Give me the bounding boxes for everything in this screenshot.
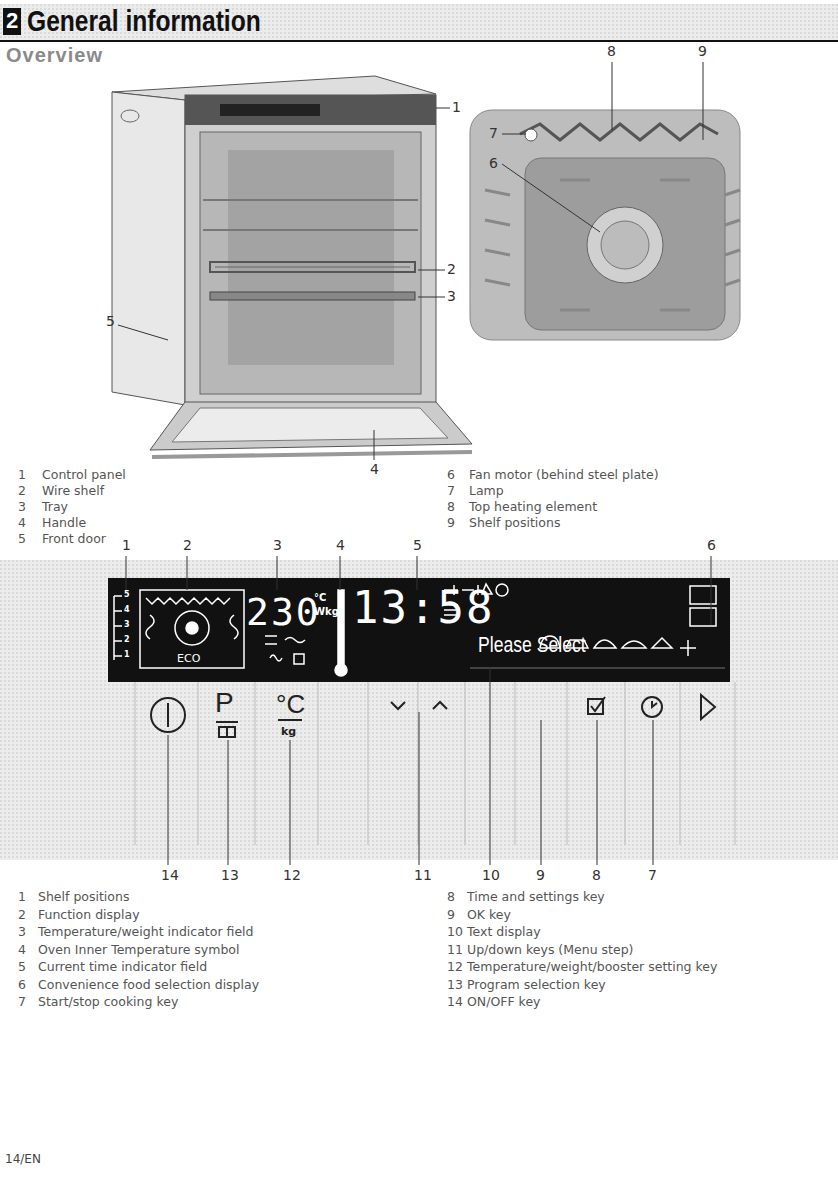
legend-text: Top heating element [469,500,597,514]
legend-number: 14 [447,995,463,1009]
legend-number: 12 [447,960,463,974]
key-symbol: P [215,688,234,719]
page-title: General information [27,4,261,37]
callout-number: 2 [183,538,192,553]
legend-number: 3 [18,500,26,514]
key-symbol: °C [276,690,305,719]
legend-text: Program selection key [467,978,606,992]
legend-number: 6 [18,978,26,992]
legend-text: Up/down keys (Menu step) [467,943,633,957]
legend-number: 2 [18,908,26,922]
callout-number: 8 [592,868,601,883]
legend-number: 7 [447,484,455,498]
callout-number: 14 [161,868,179,883]
legend-number: 6 [447,468,455,482]
legend-text: Function display [38,908,140,922]
legend-text: Fan motor (behind steel plate) [469,468,659,482]
unit-indicator: °C [314,592,326,603]
legend-number: 9 [447,516,455,530]
shelf-number: 1 [124,651,130,660]
callout-number: 3 [447,289,456,304]
legend-number: 3 [18,925,26,939]
callout-number: 9 [536,868,545,883]
legend-text: Shelf positions [38,890,129,904]
legend-text: Control panel [42,468,126,482]
shelf-number: 3 [124,621,130,630]
eco-indicator: ECO [177,653,200,665]
legend-number: 4 [18,943,26,957]
legend-text: Oven Inner Temperature symbol [38,943,239,957]
legend-text: OK key [467,908,511,922]
legend-text: Start/stop cooking key [38,995,178,1009]
key-symbol: kg [281,726,296,738]
legend-number: 10 [447,925,463,939]
legend-text: Temperature/weight indicator field [38,925,253,939]
callout-number: 5 [106,314,115,329]
subheading: Overview [6,44,103,66]
callout-number: 7 [648,868,657,883]
callout-number: 10 [482,868,500,883]
callout-number: 2 [447,262,456,277]
legend-number: 5 [18,532,26,546]
legend-number: 9 [447,908,455,922]
legend-text: Convenience food selection display [38,978,259,992]
shelf-number: 2 [124,636,130,645]
legend-number: 4 [18,516,26,530]
callout-number: 7 [489,126,498,141]
callout-number: 11 [414,868,432,883]
legend-text: Lamp [469,484,504,498]
legend-text: Current time indicator field [38,960,207,974]
temperature-digits: 230 [246,592,321,634]
page-footer: 14/EN [5,1153,41,1166]
legend-text: Tray [42,500,68,514]
callout-number: 4 [336,538,345,553]
legend-text: Wire shelf [42,484,104,498]
legend-text: Front door [42,532,106,546]
time-digits: 13:58 [352,584,494,632]
display-text: Please Select [478,633,586,657]
callout-number: 12 [283,868,301,883]
legend-number: 2 [18,484,26,498]
legend-text: Temperature/weight/booster setting key [467,960,717,974]
legend-number: 1 [18,468,26,482]
legend-number: 8 [447,890,455,904]
callout-number: 3 [273,538,282,553]
legend-number: 1 [18,890,26,904]
legend-number: 7 [18,995,26,1009]
legend-number: 13 [447,978,463,992]
callout-number: 6 [707,538,716,553]
legend-text: Text display [467,925,541,939]
legend-number: 11 [447,943,463,957]
callout-number: 4 [370,462,379,477]
callout-number: 13 [221,868,239,883]
section-number: 2 [4,9,20,33]
unit-indicator: Wkg [314,606,339,617]
legend-number: 5 [18,960,26,974]
callout-number: 1 [122,538,131,553]
callout-number: 5 [413,538,422,553]
callout-number: 9 [698,44,707,59]
callout-number: 8 [607,44,616,59]
legend-number: 8 [447,500,455,514]
shelf-number: 5 [124,591,130,600]
callout-number: 6 [489,156,498,171]
legend-text: Shelf positions [469,516,560,530]
callout-number: 1 [452,100,461,115]
legend-text: Time and settings key [467,890,605,904]
legend-text: ON/OFF key [467,995,540,1009]
shelf-number: 4 [124,606,130,615]
legend-text: Handle [42,516,86,530]
